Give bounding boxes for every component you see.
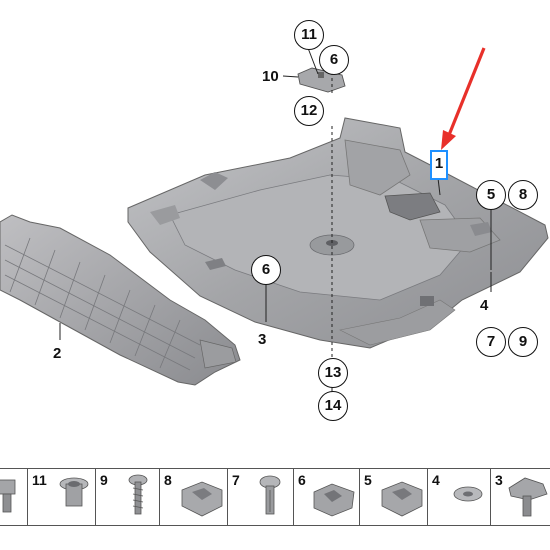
part-number: 6	[298, 472, 306, 488]
callout-1-highlight[interactable]: 1	[430, 150, 448, 180]
callout-2[interactable]: 2	[53, 345, 62, 362]
part-number: 11	[32, 472, 47, 488]
callout-13[interactable]: 13	[318, 358, 348, 388]
push-pin-icon	[508, 477, 548, 517]
part-cell-11[interactable]: 11	[27, 468, 95, 526]
part-number: 5	[364, 472, 372, 488]
parts-strip: 11 9 8	[0, 468, 550, 526]
callout-6-top[interactable]: 6	[319, 45, 349, 75]
part-cell-5[interactable]: 5	[359, 468, 427, 526]
part-cell-6[interactable]: 6	[293, 468, 359, 526]
screw-icon	[128, 474, 148, 515]
part-number: 4	[432, 472, 440, 488]
clip-nut-icon	[313, 483, 355, 517]
bolt-icon	[0, 479, 16, 513]
callout-10[interactable]: 10	[262, 68, 279, 85]
callout-12[interactable]: 12	[294, 96, 324, 126]
callout-11[interactable]: 11	[294, 20, 324, 50]
callout-9[interactable]: 9	[508, 327, 538, 357]
part-cell-8[interactable]: 8	[159, 468, 227, 526]
part-cell-7[interactable]: 7	[227, 468, 293, 526]
part-cell-3[interactable]: 3	[490, 468, 550, 526]
grommet-icon	[59, 477, 89, 507]
part-number: 9	[100, 472, 108, 488]
part-cell-9[interactable]: 9	[95, 468, 159, 526]
part-number: 3	[495, 472, 503, 488]
leader-lines	[59, 47, 492, 395]
callout-14[interactable]: 14	[318, 391, 348, 421]
front-grille-panel	[0, 214, 241, 386]
callout-3[interactable]: 3	[258, 331, 267, 348]
callout-8[interactable]: 8	[508, 180, 538, 210]
part-number: 7	[232, 472, 240, 488]
red-arrow	[441, 47, 486, 150]
parts-strip-border	[0, 468, 550, 526]
part-number: 8	[164, 472, 172, 488]
callout-5[interactable]: 5	[476, 180, 506, 210]
part-cell-partial[interactable]	[0, 468, 27, 526]
expansion-rivet-icon	[259, 475, 281, 515]
clip-nut-icon	[381, 481, 423, 517]
callout-7[interactable]: 7	[476, 327, 506, 357]
callout-6-mid[interactable]: 6	[251, 255, 281, 285]
part-cell-4[interactable]: 4	[427, 468, 490, 526]
washer-icon	[453, 486, 483, 502]
clip-nut-icon	[181, 481, 223, 517]
callout-4[interactable]: 4	[480, 297, 489, 314]
